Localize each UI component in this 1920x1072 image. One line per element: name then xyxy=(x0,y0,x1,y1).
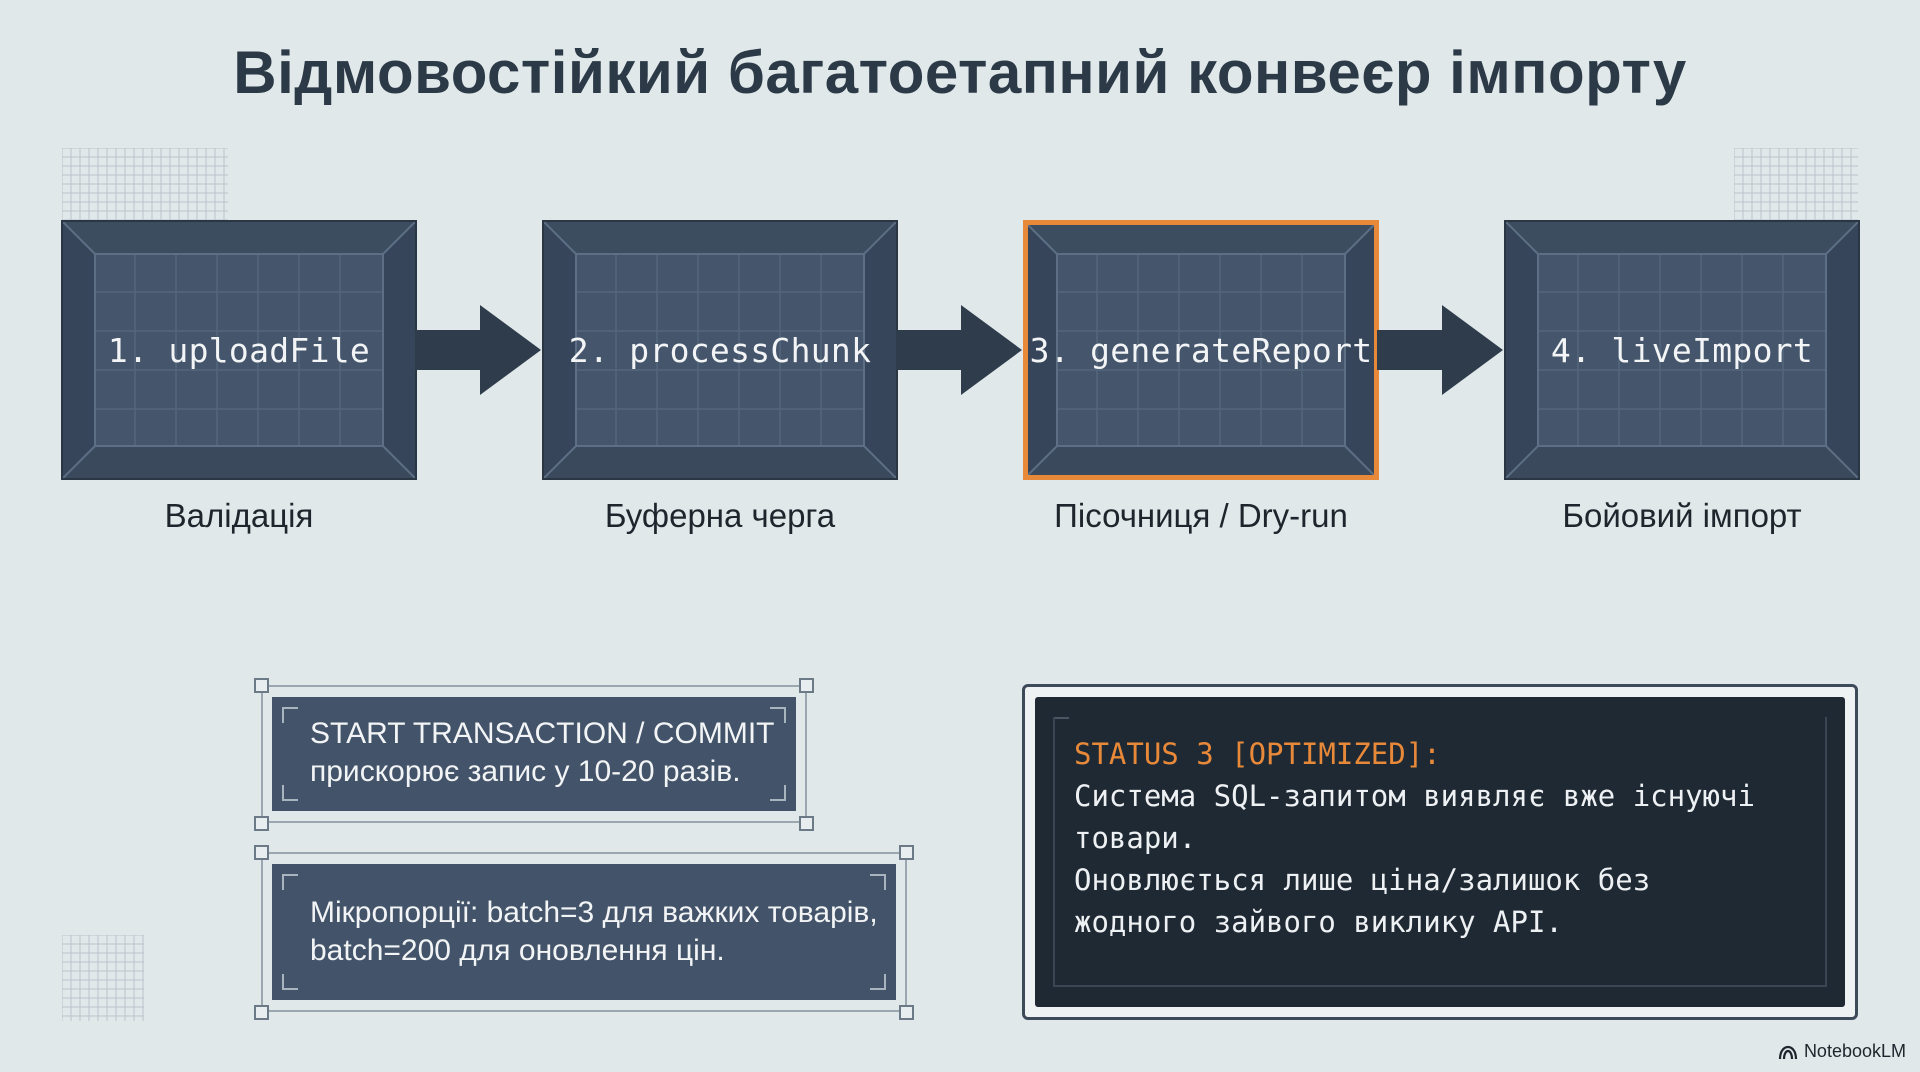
brand-watermark: NotebookLM xyxy=(1778,1041,1906,1062)
stage-frame xyxy=(1504,220,1860,480)
resize-handle xyxy=(254,845,269,860)
grid-decoration-top-left xyxy=(62,148,228,220)
notebooklm-logo-icon xyxy=(1778,1045,1798,1059)
resize-handle xyxy=(254,1005,269,1020)
stage-upload-file: 1. uploadFile xyxy=(61,220,417,480)
stage-caption: Бойовий імпорт xyxy=(1562,497,1802,534)
status-heading: STATUS 3 [OPTIMIZED]: xyxy=(1074,737,1441,771)
arrow-right-icon xyxy=(1377,305,1503,395)
stage-caption: Валідація xyxy=(164,497,314,534)
stage-label: 4. liveImport xyxy=(1550,330,1814,370)
corner-mark xyxy=(770,707,786,723)
note-line: batch=200 для оновлення цін. xyxy=(310,934,725,967)
stage-live-import: 4. liveImport xyxy=(1504,220,1860,480)
resize-handle xyxy=(899,845,914,860)
grid-decoration-bottom-left xyxy=(62,935,144,1021)
resize-handle xyxy=(799,816,814,831)
page-title: Відмовостійкий багатоетапний конвеєр імп… xyxy=(233,39,1687,106)
status-text: STATUS 3 [OPTIMIZED]: Система SQL-запито… xyxy=(1074,733,1834,943)
arrow-right-icon xyxy=(415,305,541,395)
stage-caption: Пісочниця / Dry-run xyxy=(1054,497,1348,534)
note-line: прискорює запис у 10-20 разів. xyxy=(310,755,741,788)
note-micro-batches: Мікропорції: batch=3 для важких товарів,… xyxy=(272,864,896,1000)
resize-handle xyxy=(254,678,269,693)
stage-label: 2. processChunk xyxy=(568,330,872,370)
stage-generate-report: 3. generateReport xyxy=(1023,220,1379,480)
note-line: Мікропорції: batch=3 для важких товарів, xyxy=(310,896,878,929)
status-panel xyxy=(1035,697,1845,1007)
corner-mark xyxy=(870,874,886,890)
status-line: жодного зайвого виклику API. xyxy=(1074,905,1563,939)
note-selection-frame xyxy=(261,685,807,823)
stage-process-chunk: 2. processChunk xyxy=(542,220,898,480)
status-line: Система SQL-запитом виявляє вже існуючі xyxy=(1074,779,1755,813)
brand-name: NotebookLM xyxy=(1803,1041,1906,1061)
note-transaction: START TRANSACTION / COMMIT прискорює зап… xyxy=(272,697,796,811)
status-line: Оновлюється лише ціна/залишок без xyxy=(1074,863,1651,897)
corner-mark xyxy=(282,874,298,890)
resize-handle xyxy=(254,816,269,831)
stage-frame xyxy=(61,220,417,480)
corner-mark xyxy=(282,785,298,801)
note-line: START TRANSACTION / COMMIT xyxy=(310,717,775,750)
stage-label: 1. uploadFile xyxy=(107,330,371,370)
grid-decoration-top-right xyxy=(1734,148,1858,220)
corner-mark xyxy=(870,974,886,990)
corner-mark xyxy=(770,785,786,801)
stage-caption: Буферна черга xyxy=(604,497,836,534)
status-line: товари. xyxy=(1074,821,1197,855)
corner-mark xyxy=(282,974,298,990)
corner-mark xyxy=(282,707,298,723)
stage-frame xyxy=(1023,220,1379,480)
arrow-right-icon xyxy=(896,305,1022,395)
resize-handle xyxy=(799,678,814,693)
note-selection-frame xyxy=(261,852,907,1012)
stage-frame xyxy=(542,220,898,480)
status-inner-border xyxy=(1053,717,1827,987)
resize-handle xyxy=(899,1005,914,1020)
stage-label: 3. generateReport xyxy=(1029,330,1373,370)
